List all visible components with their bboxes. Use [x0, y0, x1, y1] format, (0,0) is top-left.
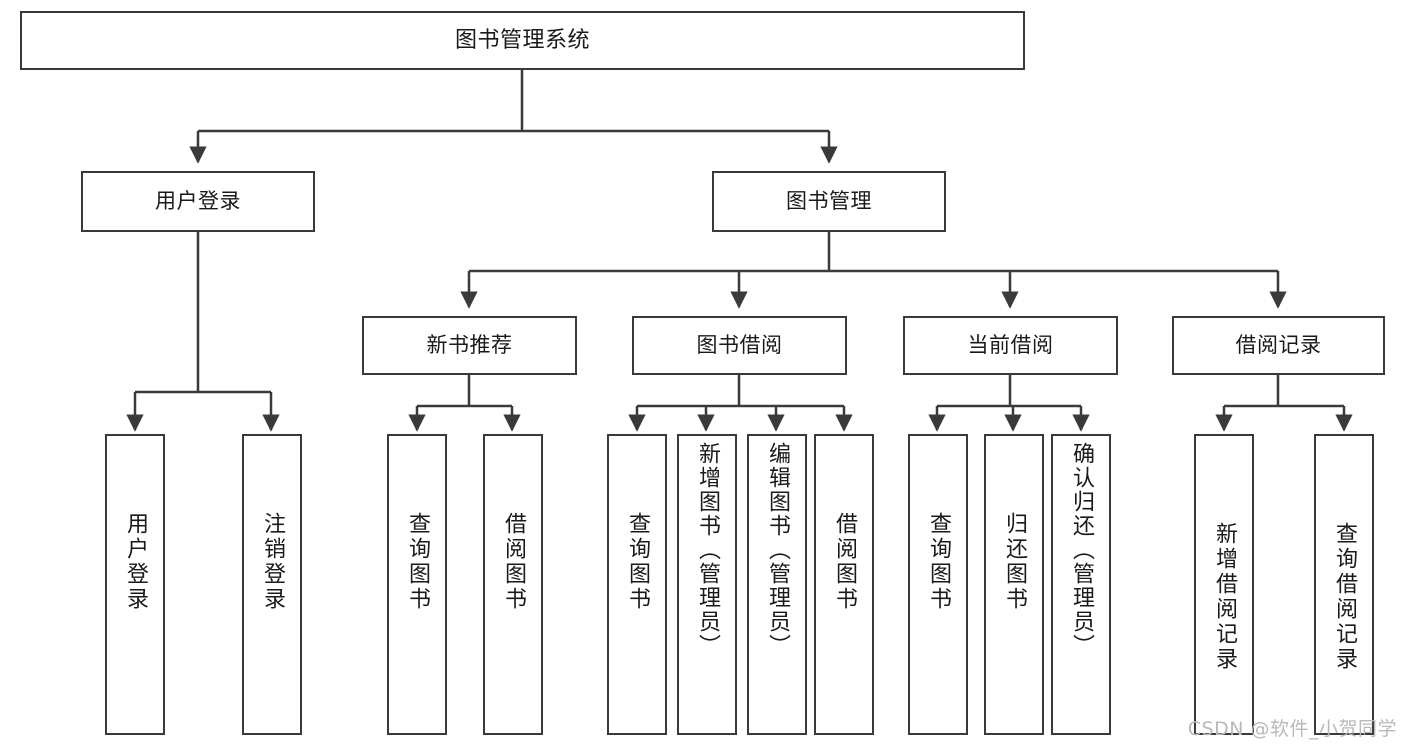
node-current-borrow[interactable]: 当前借阅: [903, 316, 1118, 375]
leaf-return-book[interactable]: 归还图书: [984, 434, 1044, 735]
leaf-add-record[interactable]: 新增借阅记录: [1194, 434, 1254, 735]
leaf-borrow-book-1[interactable]: 借阅图书: [483, 434, 543, 735]
leaf-query-book-2[interactable]: 查询图书: [607, 434, 667, 735]
node-new-book-rec-label: 新书推荐: [426, 333, 513, 358]
leaf-borrow-book-1-label: 借阅图书: [501, 512, 526, 612]
node-current-borrow-label: 当前借阅: [967, 333, 1054, 358]
leaf-logout[interactable]: 注销登录: [242, 434, 302, 735]
node-book-borrow[interactable]: 图书借阅: [632, 316, 847, 375]
node-borrow-record[interactable]: 借阅记录: [1172, 316, 1385, 375]
leaf-add-book-label: 新增图书（管理员）: [695, 442, 720, 658]
node-borrow-record-label: 借阅记录: [1235, 333, 1322, 358]
leaf-user-login-label: 用户登录: [123, 512, 148, 612]
node-root-label: 图书管理系统: [454, 27, 590, 53]
leaf-query-book-3[interactable]: 查询图书: [908, 434, 968, 735]
leaf-confirm-return-label: 确认归还（管理员）: [1069, 442, 1094, 658]
node-book-manage[interactable]: 图书管理: [712, 171, 946, 232]
leaf-borrow-book-2-label: 借阅图书: [832, 512, 857, 612]
csdn-watermark: CSDN @软件_小贺同学: [1187, 718, 1397, 740]
node-user-login-label: 用户登录: [155, 189, 241, 214]
leaf-query-book-3-label: 查询图书: [926, 512, 951, 612]
leaf-confirm-return[interactable]: 确认归还（管理员）: [1051, 434, 1111, 735]
leaf-edit-book[interactable]: 编辑图书（管理员）: [747, 434, 807, 735]
leaf-add-book[interactable]: 新增图书（管理员）: [677, 434, 737, 735]
leaf-user-login[interactable]: 用户登录: [105, 434, 165, 735]
node-new-book-rec[interactable]: 新书推荐: [362, 316, 577, 375]
leaf-return-book-label: 归还图书: [1002, 512, 1027, 612]
leaf-logout-label: 注销登录: [260, 512, 285, 612]
leaf-query-book-2-label: 查询图书: [625, 512, 650, 612]
leaf-edit-book-label: 编辑图书（管理员）: [765, 442, 790, 658]
node-book-manage-label: 图书管理: [786, 189, 872, 214]
node-book-borrow-label: 图书借阅: [696, 333, 783, 358]
leaf-query-record[interactable]: 查询借阅记录: [1314, 434, 1374, 735]
leaf-query-book-1-label: 查询图书: [405, 512, 430, 612]
leaf-borrow-book-2[interactable]: 借阅图书: [814, 434, 874, 735]
node-user-login[interactable]: 用户登录: [81, 171, 315, 232]
node-root[interactable]: 图书管理系统: [20, 11, 1025, 70]
leaf-query-book-1[interactable]: 查询图书: [387, 434, 447, 735]
leaf-query-record-label: 查询借阅记录: [1332, 522, 1357, 672]
leaf-add-record-label: 新增借阅记录: [1212, 522, 1237, 672]
